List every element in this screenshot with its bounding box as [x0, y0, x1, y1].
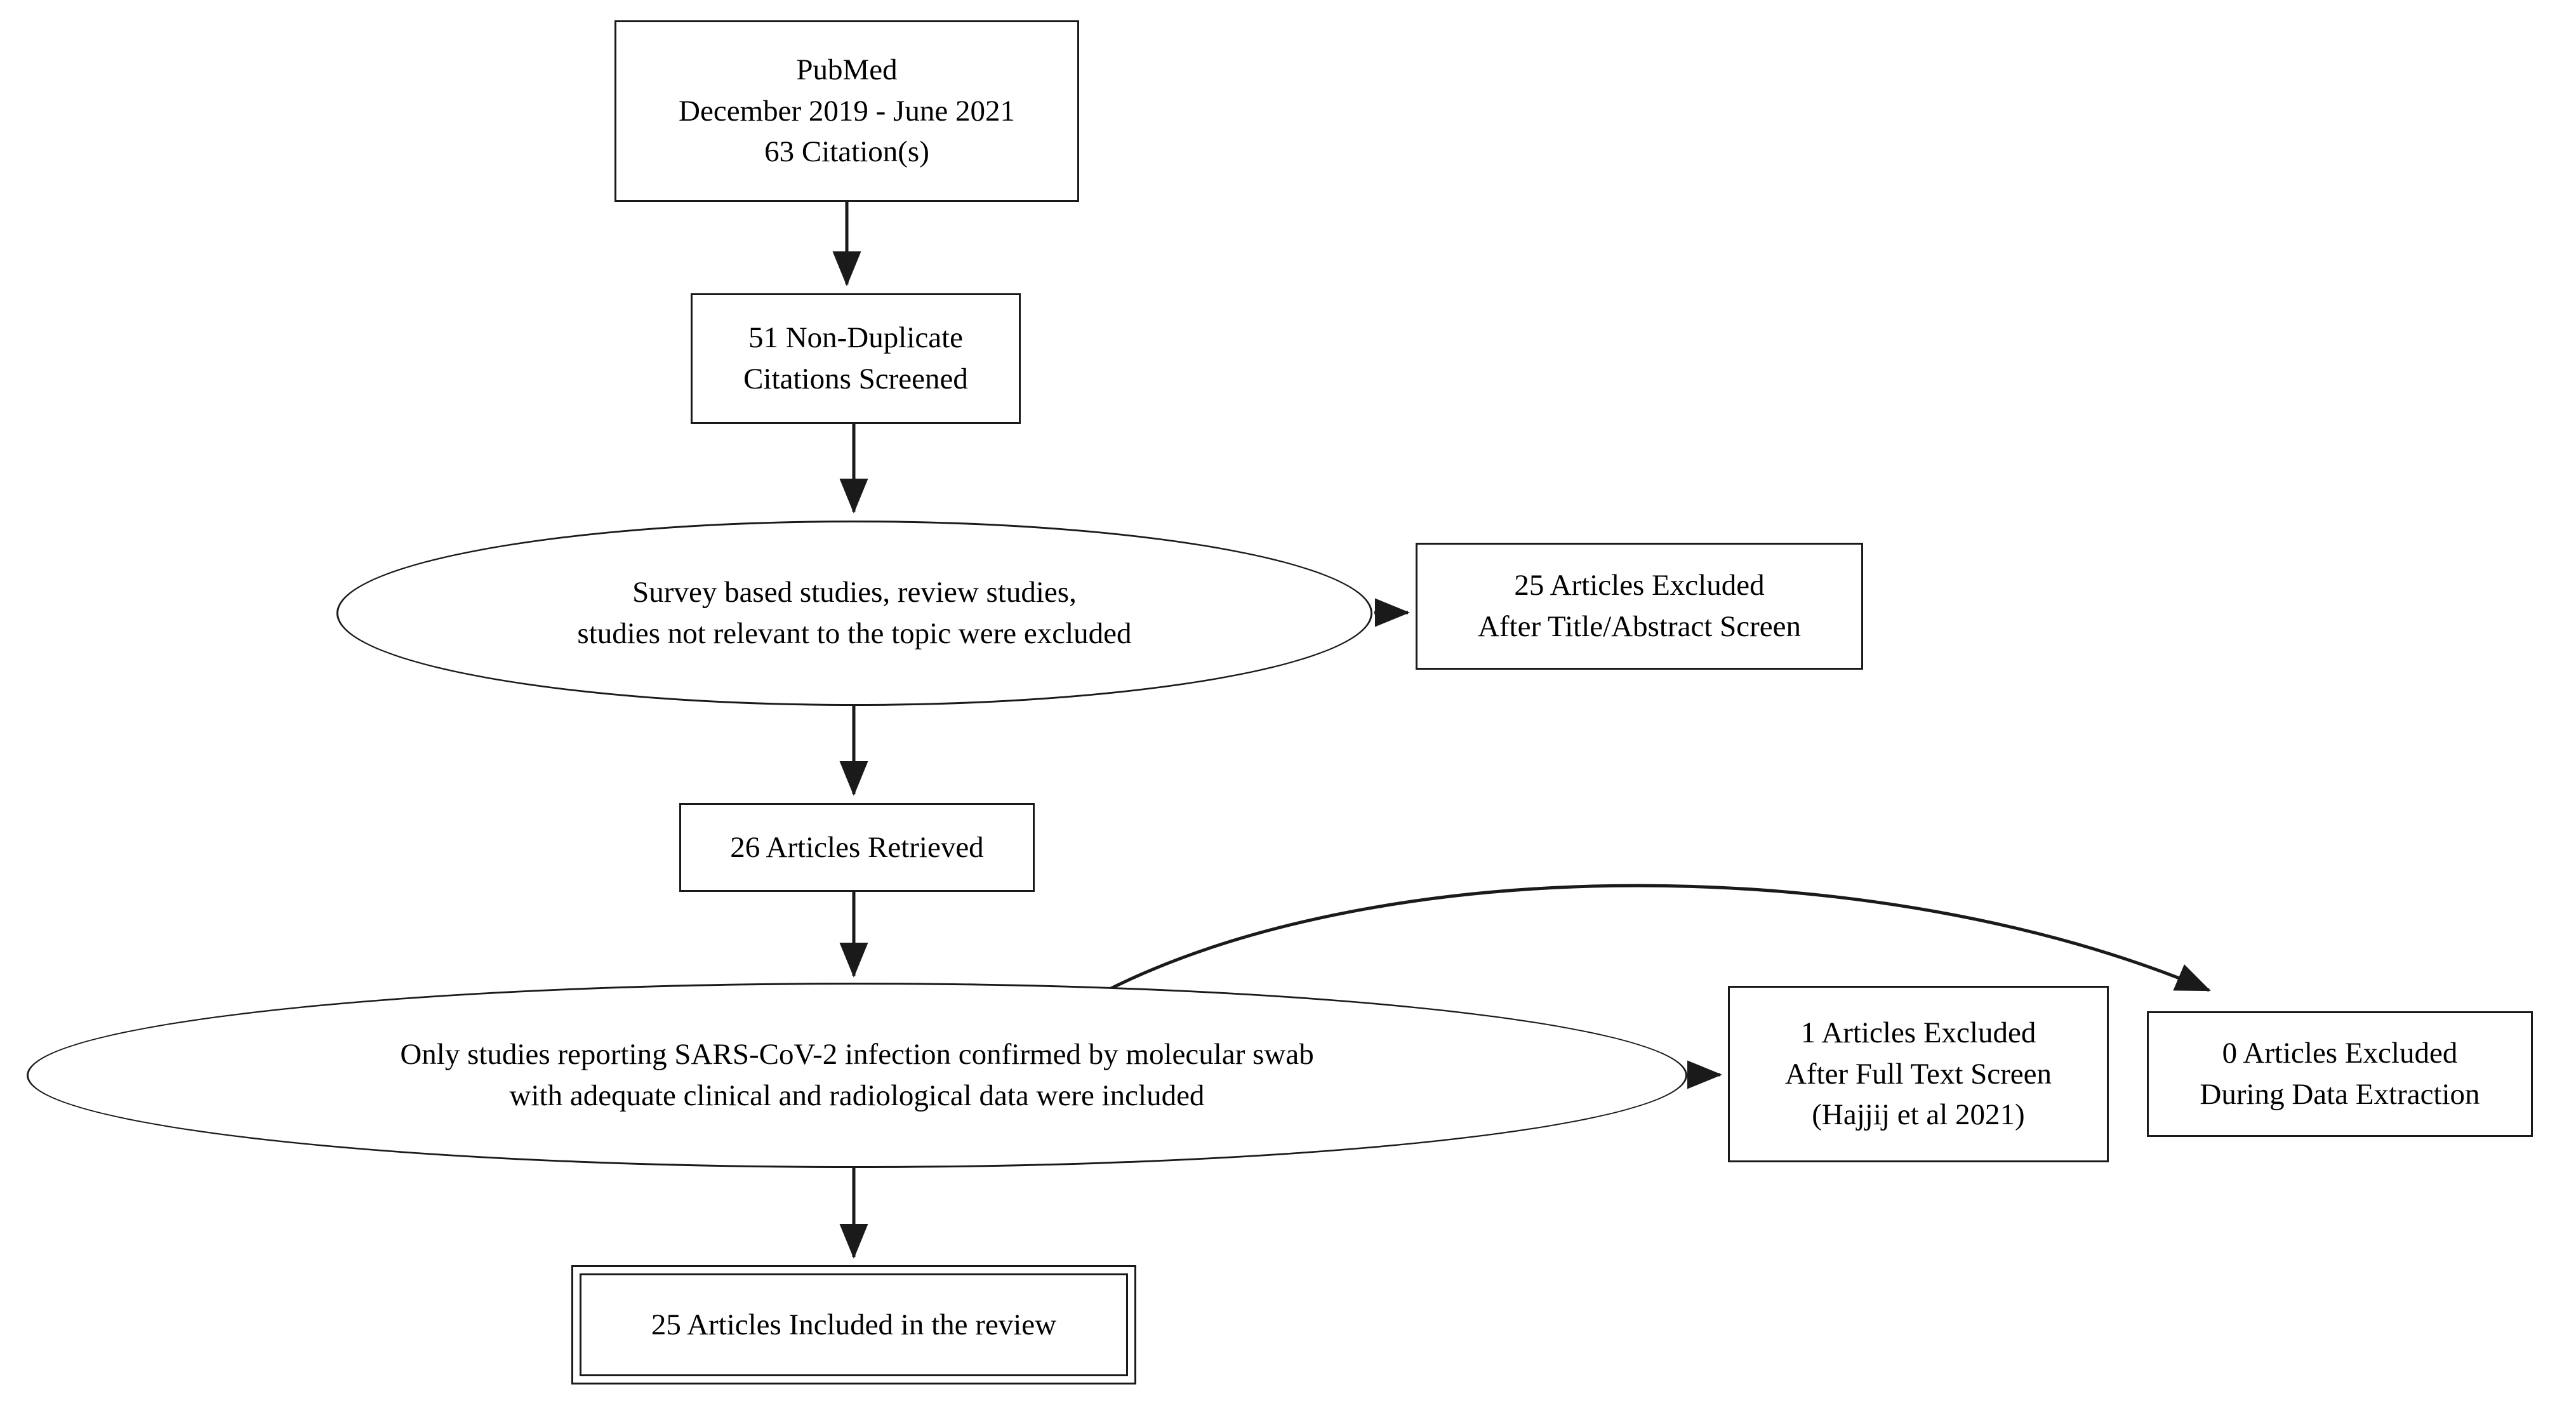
node-source-line-3: 63 Citation(s): [764, 135, 929, 169]
node-citations-screened[interactable]: 51 Non-Duplicate Citations Screened: [691, 293, 1021, 424]
node-excluded-full-text-line-2: After Full Text Screen: [1784, 1057, 2052, 1091]
node-excluded-data-extraction[interactable]: 0 Articles Excluded During Data Extracti…: [2147, 1011, 2533, 1137]
node-articles-included[interactable]: 25 Articles Included in the review: [571, 1265, 1136, 1384]
node-exclusion-criteria-line-2: studies not relevant to the topic were e…: [577, 617, 1132, 650]
node-screened-line-2: Citations Screened: [743, 362, 968, 395]
node-articles-retrieved-line-1: 26 Articles Retrieved: [730, 830, 984, 864]
node-excluded-full-text[interactable]: 1 Articles Excluded After Full Text Scre…: [1728, 986, 2109, 1162]
node-excluded-full-text-line-3: (Hajjij et al 2021): [1812, 1098, 2025, 1132]
node-screened-line-1: 51 Non-Duplicate: [748, 321, 964, 355]
edge-inclusion-to-excluded-data-extraction: [1105, 884, 2211, 993]
node-excluded-data-extraction-line-2: During Data Extraction: [2200, 1078, 2480, 1111]
node-articles-retrieved[interactable]: 26 Articles Retrieved: [679, 803, 1035, 892]
node-source-line-1: PubMed: [796, 53, 898, 86]
node-excluded-title-abstract-line-1: 25 Articles Excluded: [1514, 569, 1765, 602]
node-inclusion-criteria[interactable]: Only studies reporting SARS-CoV-2 infect…: [27, 983, 1687, 1168]
node-excluded-data-extraction-line-1: 0 Articles Excluded: [2222, 1037, 2458, 1070]
node-excluded-title-abstract-line-2: After Title/Abstract Screen: [1477, 610, 1802, 643]
node-source-line-2: December 2019 - June 2021: [679, 94, 1015, 128]
node-exclusion-criteria-line-1: Survey based studies, review studies,: [632, 576, 1077, 609]
node-exclusion-criteria[interactable]: Survey based studies, review studies, st…: [336, 521, 1372, 706]
node-source-pubmed[interactable]: PubMed December 2019 - June 2021 63 Cita…: [614, 20, 1079, 202]
node-inclusion-criteria-line-1: Only studies reporting SARS-CoV-2 infect…: [400, 1038, 1314, 1072]
node-articles-included-line-1: 25 Articles Included in the review: [651, 1308, 1057, 1341]
node-excluded-full-text-line-1: 1 Articles Excluded: [1800, 1016, 2036, 1049]
node-inclusion-criteria-line-2: with adequate clinical and radiological …: [509, 1079, 1205, 1112]
node-excluded-title-abstract[interactable]: 25 Articles Excluded After Title/Abstrac…: [1416, 543, 1863, 670]
node-articles-included-inner: 25 Articles Included in the review: [580, 1273, 1128, 1376]
